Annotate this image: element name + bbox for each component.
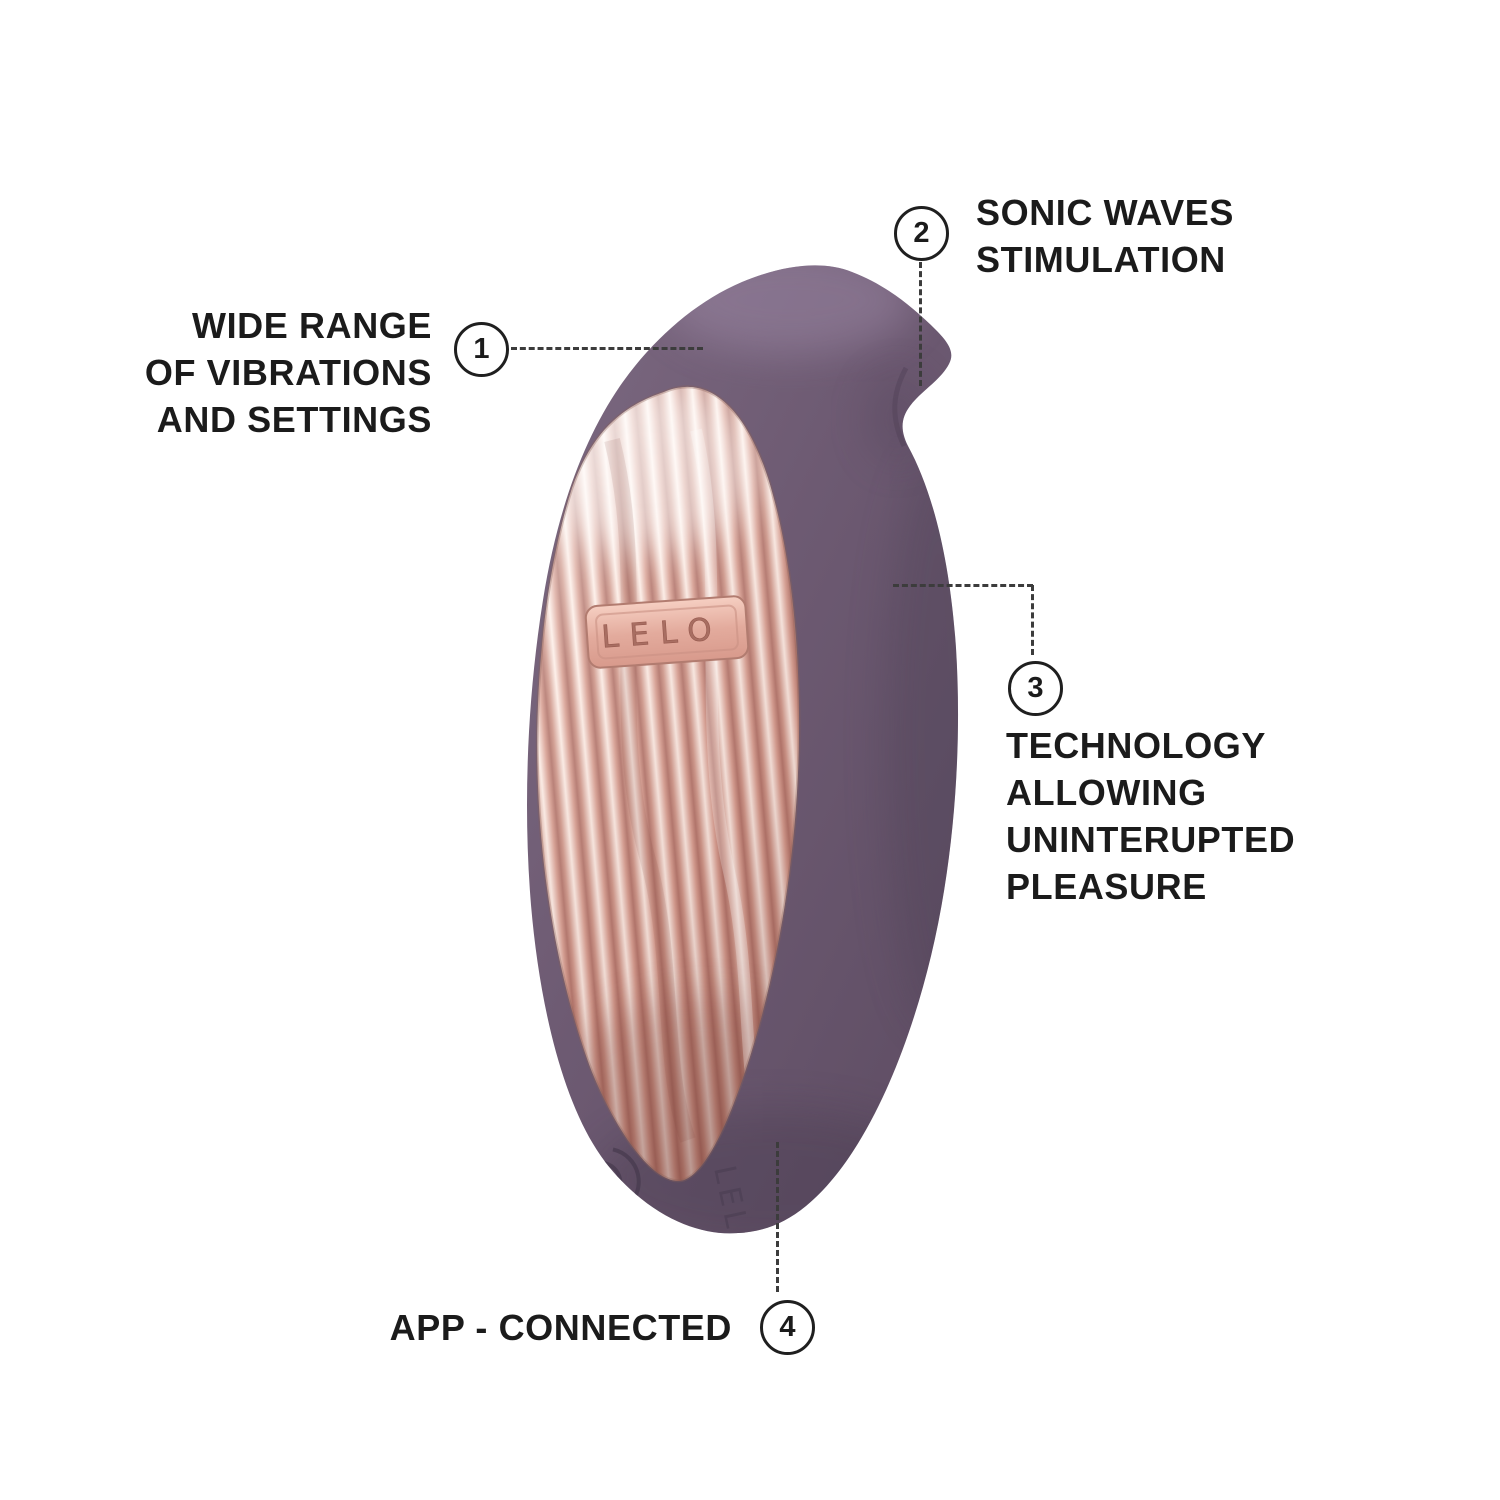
- callout-4-label: APP - CONNECTED: [389, 1307, 732, 1348]
- callout-2-leader-line: [919, 262, 922, 386]
- brand-logo-plate: LELO: [584, 595, 750, 669]
- callout-2-number: 2: [894, 206, 949, 261]
- callout-1-label: WIDE RANGE OF VIBRATIONS AND SETTINGS: [144, 305, 432, 440]
- callout-1-leader-line: [511, 347, 703, 350]
- callout-4-number: 4: [760, 1300, 815, 1355]
- brand-logo-text: LELO: [600, 611, 724, 655]
- callout-3-leader-line-vertical: [1031, 585, 1034, 655]
- callout-2-label: SONIC WAVES STIMULATION: [976, 192, 1234, 280]
- sonic-mouth-crease: [892, 366, 909, 448]
- callout-4-leader-line: [776, 1142, 779, 1292]
- callout-1-number: 1: [454, 322, 509, 377]
- callout-3-label: TECHNOLOGY ALLOWING UNINTERUPTED PLEASUR…: [1006, 725, 1296, 907]
- callout-3-leader-line-horizontal: [893, 584, 1033, 587]
- callout-3-number: 3: [1008, 661, 1063, 716]
